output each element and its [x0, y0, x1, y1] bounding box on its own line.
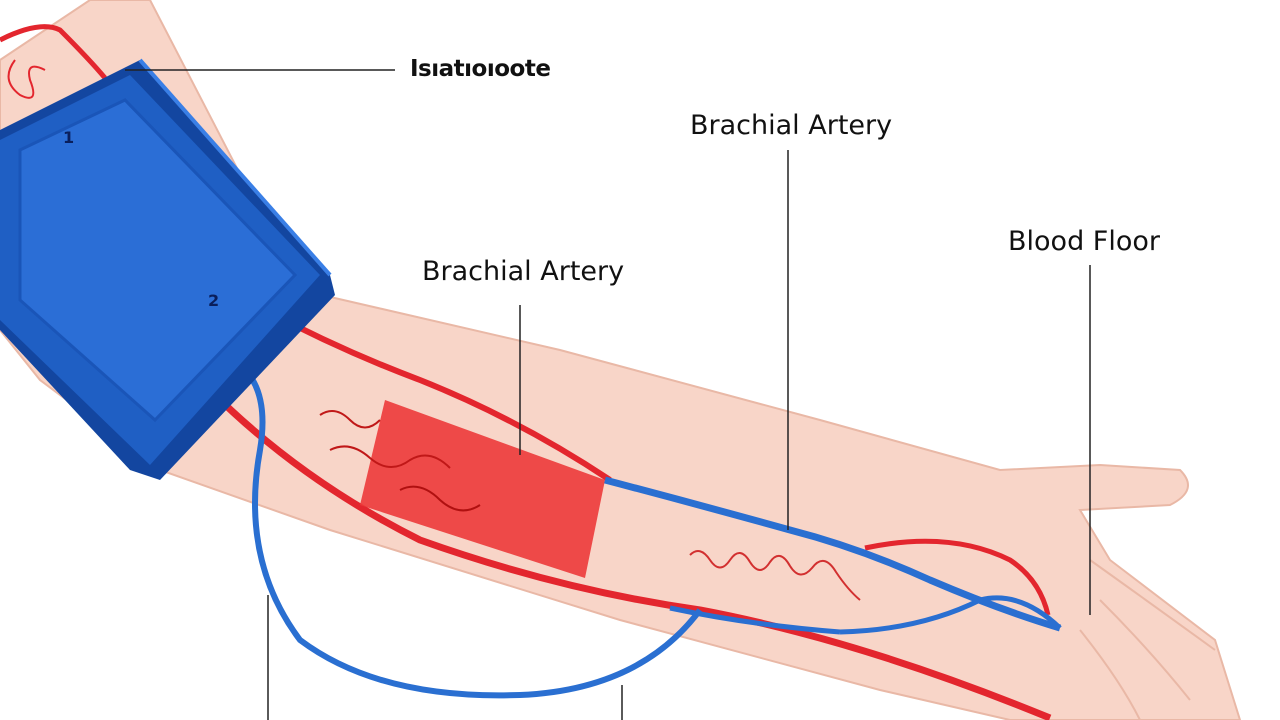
label-top: Isıatıoıoote: [410, 56, 551, 82]
leader-lines: [125, 69, 1091, 720]
cuff-marker-1: 1: [63, 128, 75, 147]
label-brachial-artery-lower: Brachial Artery: [422, 256, 625, 287]
label-blood-flow: Blood Floor: [1008, 226, 1160, 257]
vein-mid: [669, 605, 841, 635]
hand-fingers: [1079, 559, 1216, 720]
cuff-edge-highlight: [138, 58, 332, 277]
pulse-wave-2: [329, 445, 451, 469]
cuff-marker-2: 2: [208, 291, 220, 310]
pulse-wave-3: [399, 485, 481, 512]
artery-top-squiggle: [7, 59, 46, 99]
artery-top-hose: [0, 24, 107, 80]
cuff-tube: [237, 362, 703, 699]
label-brachial-artery-upper: Brachial Artery: [690, 110, 893, 141]
vein-branch: [839, 595, 1062, 635]
cuff-panel: [18, 98, 298, 423]
pulse-wave-1: [319, 410, 381, 429]
artery-upper: [263, 307, 612, 483]
artery-main: [207, 387, 1052, 720]
artery-branch: [864, 538, 1051, 616]
brachial-artery-highlight: [360, 400, 605, 578]
pulse-wave-forearm: [689, 550, 861, 601]
vein-main: [604, 476, 1062, 632]
